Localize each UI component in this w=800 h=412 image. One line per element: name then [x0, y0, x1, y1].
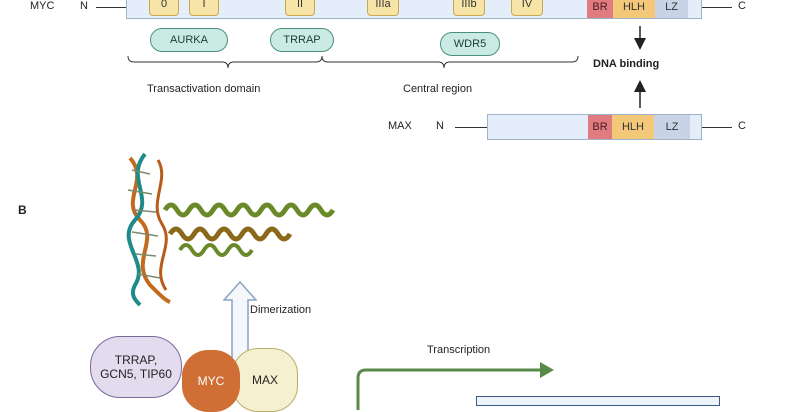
max-c-terminus: C	[738, 120, 746, 132]
max-c-line	[702, 127, 732, 128]
myc-lz-segment: LZ	[655, 0, 688, 18]
aurka-badge: AURKA	[150, 28, 228, 52]
trrap-badge: TRRAP	[270, 28, 334, 52]
mb2-box: II	[285, 0, 315, 16]
coactivators-line2: GCN5, TIP60	[100, 367, 172, 381]
coactivators-line1: TRRAP,	[114, 353, 158, 367]
dna-binding-arrows	[634, 26, 646, 108]
max-lz-segment: LZ	[654, 115, 690, 139]
coactivators-oval: TRRAP, GCN5, TIP60	[90, 336, 182, 398]
myc-max-dna-structure-image	[126, 152, 336, 307]
mb0-box: 0	[149, 0, 179, 16]
myc-br-segment: BR	[587, 0, 613, 18]
max-hlh-segment: HLH	[612, 115, 654, 139]
myc-hlh-segment: HLH	[613, 0, 655, 18]
max-oval: MAX	[232, 348, 298, 412]
dna-binding-label: DNA binding	[593, 58, 660, 70]
myc-c-line	[702, 7, 732, 8]
dimerization-arrow	[222, 280, 258, 366]
transcription-arrow	[356, 362, 554, 410]
myc-n-line	[96, 7, 126, 8]
max-n-terminus: N	[436, 120, 444, 132]
myc-label: MYC	[30, 0, 55, 12]
panel-b-label: B	[18, 203, 27, 217]
myc-n-terminus: N	[80, 0, 88, 12]
max-n-line	[455, 127, 487, 128]
myc-protein-bar: 0 I II IIIa IIIb IV BR HLH LZ	[126, 0, 702, 19]
gene-box	[476, 396, 720, 406]
max-label: MAX	[388, 120, 412, 132]
max-br-segment: BR	[588, 115, 612, 139]
wdr5-badge: WDR5	[440, 32, 500, 56]
transactivation-domain-label: Transactivation domain	[147, 83, 261, 95]
region-braces	[127, 55, 579, 69]
mb1-box: I	[189, 0, 219, 16]
mb4-box: IV	[511, 0, 543, 16]
dimerization-label: Dimerization	[250, 304, 312, 316]
myc-c-terminus: C	[738, 0, 746, 12]
transcription-label: Transcription	[427, 344, 491, 356]
max-protein-bar: BR HLH LZ	[487, 114, 702, 140]
mb3a-box: IIIa	[367, 0, 399, 16]
central-region-label: Central region	[403, 83, 473, 95]
myc-oval: MYC	[182, 350, 240, 412]
mb3b-box: IIIb	[453, 0, 485, 16]
